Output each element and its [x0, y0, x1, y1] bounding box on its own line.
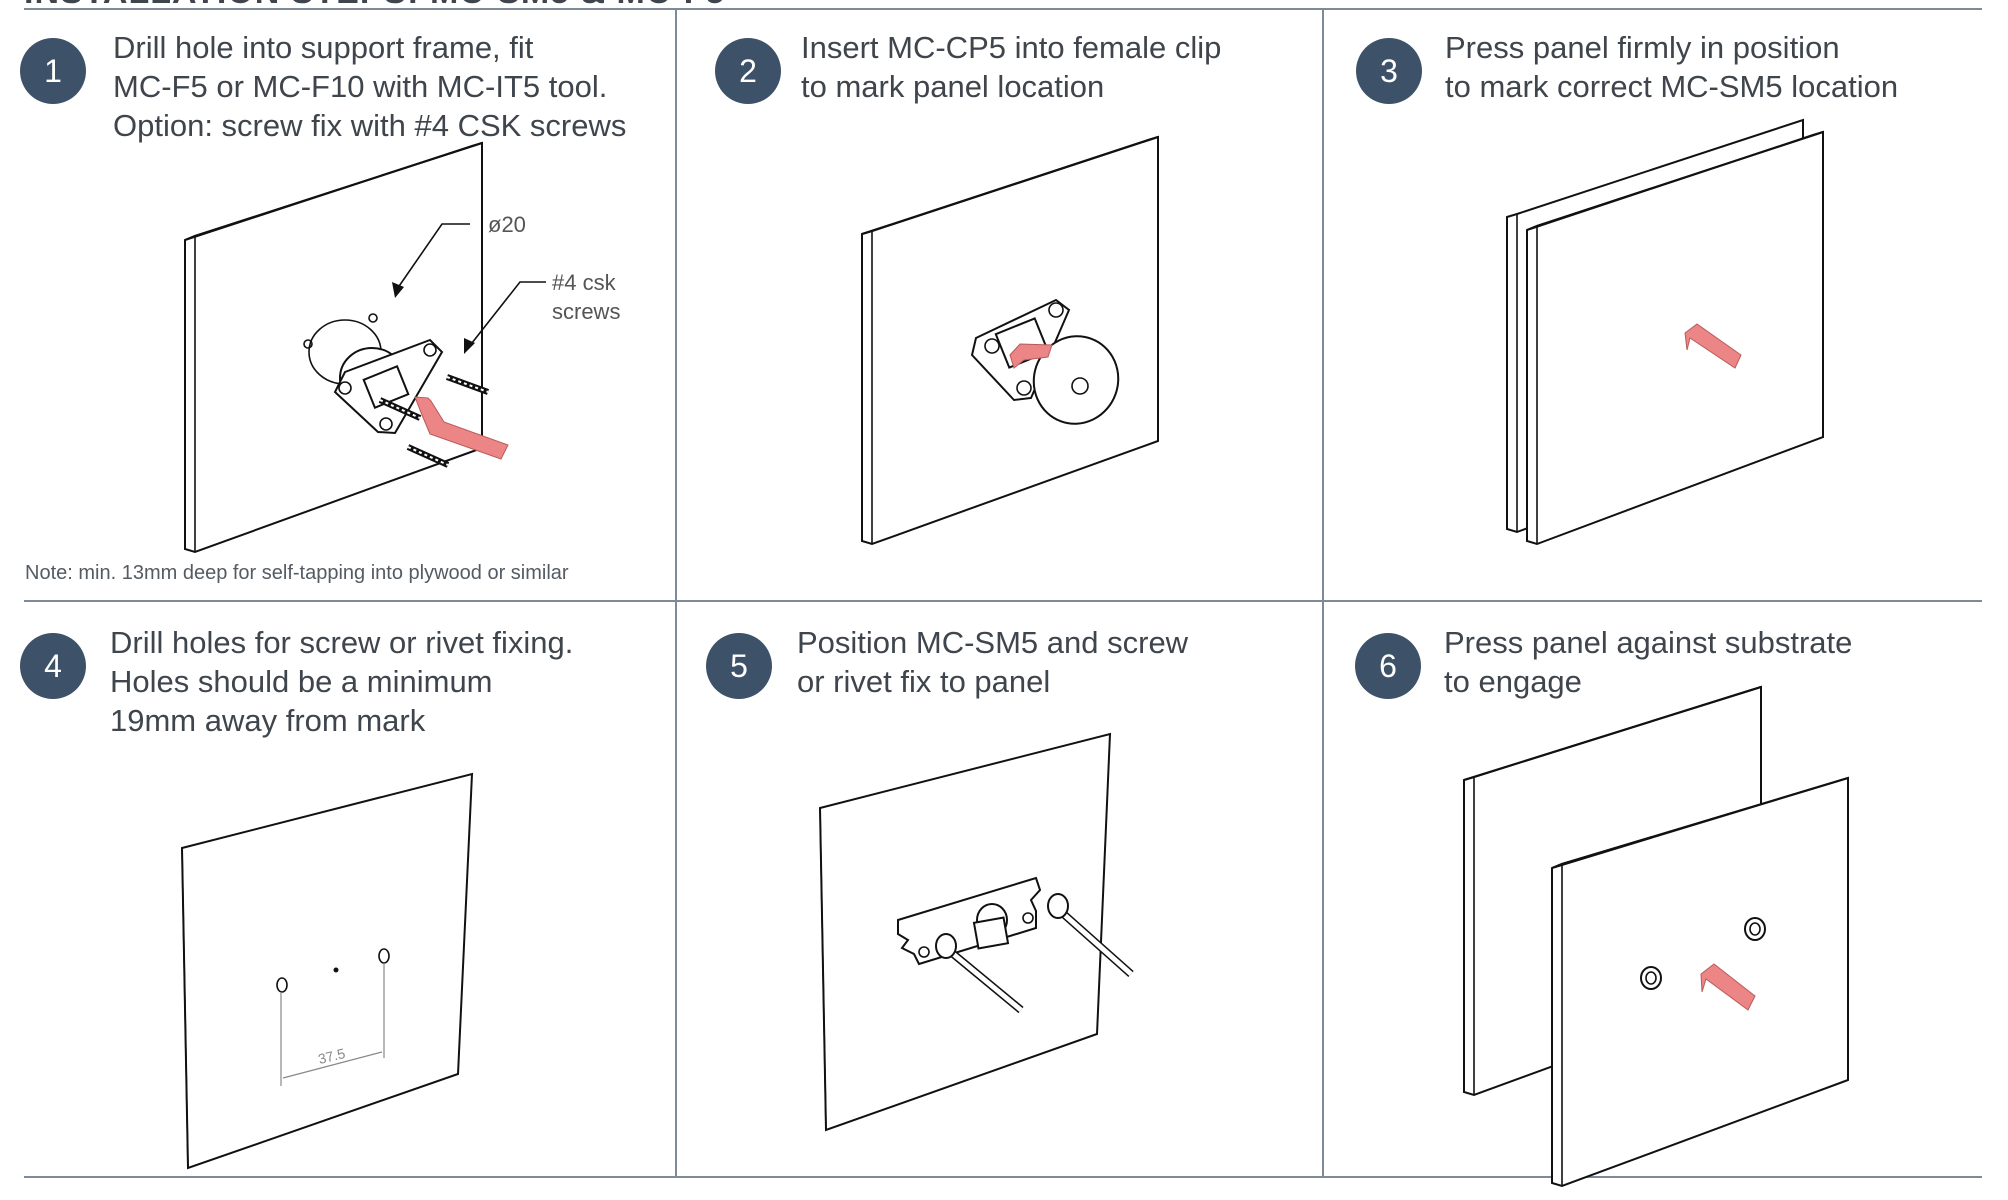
- step-4-line-3: 19mm away from mark: [110, 703, 426, 738]
- step-5-badge: 5: [706, 633, 772, 699]
- step-2-line-2: to mark panel location: [801, 69, 1105, 104]
- step-6-line-2: to engage: [1444, 664, 1582, 699]
- column-divider-1: [675, 10, 677, 1176]
- csk-screw-2: [378, 397, 422, 421]
- middle-rule: [24, 600, 1982, 602]
- step-4-illustration: [180, 772, 474, 1170]
- step-5-instructions: Position MC-SM5 and screw or rivet fix t…: [797, 623, 1188, 701]
- mc-cp5-cap: [1032, 335, 1120, 425]
- step-5-line-1: Position MC-SM5 and screw: [797, 625, 1189, 660]
- step-6-line-1: Press panel against substrate: [1444, 625, 1853, 660]
- mc-sm5-plate: [897, 876, 1042, 966]
- step-2-line-1: Insert MC-CP5 into female clip: [801, 30, 1222, 65]
- bottom-rule: [24, 1176, 1982, 1178]
- header-strip: INSTALLATION STEPS: MC-SM5 & MC-F5: [24, 0, 764, 8]
- fixing-left: [1640, 966, 1662, 990]
- screws-callout: #4 csk screws: [552, 268, 620, 326]
- step-3-line-2: to mark correct MC-SM5 location: [1445, 69, 1899, 104]
- diameter-callout: ø20: [488, 212, 526, 237]
- step-2-instructions: Insert MC-CP5 into female clip to mark p…: [801, 28, 1221, 106]
- press-direction-arrow: [1684, 323, 1742, 369]
- front-panel: [1526, 130, 1824, 546]
- step-1-instructions: Drill hole into support frame, fit MC-F5…: [113, 28, 626, 145]
- plywood-note: Note: min. 13mm deep for self-tapping in…: [25, 562, 569, 584]
- step-3-illustration: [1506, 118, 1824, 546]
- rivet-left: [935, 933, 1024, 1014]
- step-2-badge: 2: [715, 38, 781, 104]
- step-6-illustration: [1463, 685, 1849, 1188]
- screws-callout-line-2: screws: [552, 299, 621, 324]
- step-3-instructions: Press panel firmly in position to mark c…: [1445, 28, 1898, 106]
- centre-mark: [333, 967, 339, 973]
- screws-callout-line-1: #4 csk: [552, 270, 616, 295]
- step-4-badge: 4: [20, 633, 86, 699]
- panel: [180, 772, 474, 1170]
- step-4-line-1: Drill holes for screw or rivet fixing.: [110, 625, 574, 660]
- step-1-line-2: MC-F5 or MC-F10 with MC-IT5 tool.: [113, 69, 608, 104]
- step-4-instructions: Drill holes for screw or rivet fixing. H…: [110, 623, 573, 740]
- step-1-illustration: [184, 141, 546, 554]
- insert-direction-arrow: [1009, 343, 1053, 369]
- column-divider-2: [1322, 10, 1324, 1176]
- step-1-line-3: Option: screw fix with #4 CSK screws: [113, 108, 627, 143]
- female-clip-fitting: [333, 338, 444, 435]
- step-4-line-2: Holes should be a minimum: [110, 664, 493, 699]
- step-5-illustration: [818, 732, 1134, 1132]
- step-3-line-1: Press panel firmly in position: [1445, 30, 1840, 65]
- step-6-badge: 6: [1355, 633, 1421, 699]
- top-rule: [24, 8, 1982, 10]
- fixing-hole-left: [276, 977, 288, 993]
- step-5-line-2: or rivet fix to panel: [797, 664, 1051, 699]
- press-direction-arrow: [1700, 963, 1756, 1011]
- step-1-line-1: Drill hole into support frame, fit: [113, 30, 534, 65]
- csk-screw-1: [445, 374, 490, 395]
- front-panel: [1551, 776, 1849, 1188]
- step-3-badge: 3: [1356, 38, 1422, 104]
- csk-screw-3: [406, 444, 450, 468]
- insert-direction-arrow: [414, 396, 509, 460]
- fixing-right: [1744, 917, 1766, 941]
- step-2-illustration: [861, 135, 1159, 546]
- rivet-right: [1047, 893, 1134, 977]
- step-1-badge: 1: [20, 38, 86, 104]
- step-6-instructions: Press panel against substrate to engage: [1444, 623, 1852, 701]
- header-title: INSTALLATION STEPS: MC-SM5 & MC-F5: [24, 0, 725, 8]
